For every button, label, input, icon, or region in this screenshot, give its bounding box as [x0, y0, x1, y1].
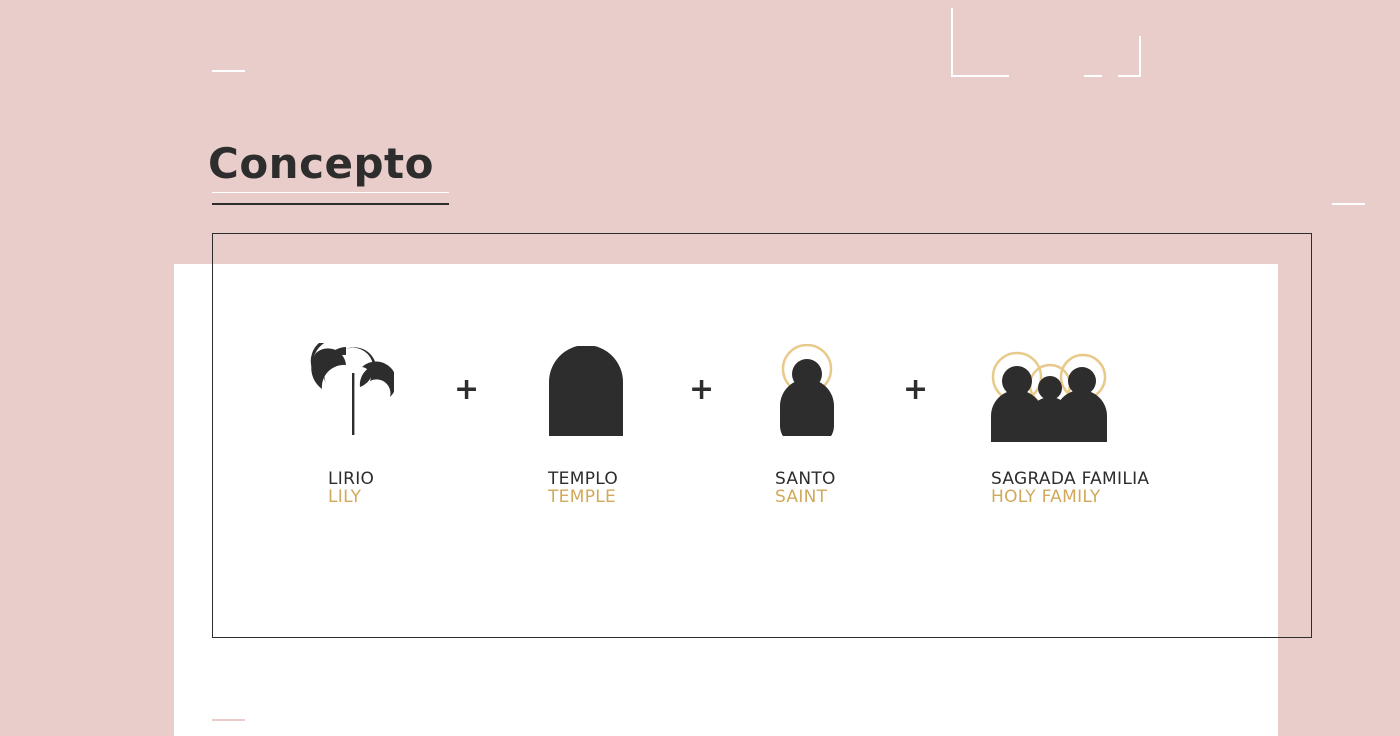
concept-label-holy-family: SAGRADA FAMILIA HOLY FAMILY [991, 470, 1149, 506]
concept-frame [212, 233, 1312, 638]
decor-line-top-left [212, 70, 245, 72]
label-spanish: SANTO [775, 469, 836, 489]
concept-label-saint: SANTO SAINT [775, 470, 836, 506]
title-underline [212, 203, 449, 205]
label-spanish: LIRIO [328, 469, 375, 489]
decor-bracket-dash [1084, 75, 1102, 77]
temple-icon [549, 346, 623, 436]
holy-family-icon [991, 351, 1107, 442]
decor-line-bottom [212, 719, 245, 721]
decor-bracket-vertical-left [951, 8, 953, 77]
decor-bracket-bottom-left [951, 75, 1009, 77]
decor-bracket-bottom-right [1118, 75, 1141, 77]
title-underline-highlight [212, 192, 449, 193]
saint-icon [780, 344, 834, 436]
lily-icon [310, 343, 394, 435]
concept-label-lily: LIRIO LILY [328, 470, 374, 506]
label-english: SAINT [775, 487, 828, 507]
page-title: Concepto [208, 139, 434, 188]
label-spanish: SAGRADA FAMILIA [991, 469, 1150, 489]
label-english: HOLY FAMILY [991, 487, 1101, 507]
label-english: TEMPLE [548, 487, 617, 507]
label-english: LILY [328, 487, 362, 507]
decor-bracket-vertical-right [1139, 36, 1141, 77]
concept-label-temple: TEMPLO TEMPLE [548, 470, 618, 506]
label-spanish: TEMPLO [548, 469, 619, 489]
plus-separator: + [903, 372, 929, 407]
plus-separator: + [454, 372, 480, 407]
content-panel [174, 264, 1278, 736]
decor-line-right [1332, 203, 1365, 205]
plus-separator: + [689, 372, 715, 407]
